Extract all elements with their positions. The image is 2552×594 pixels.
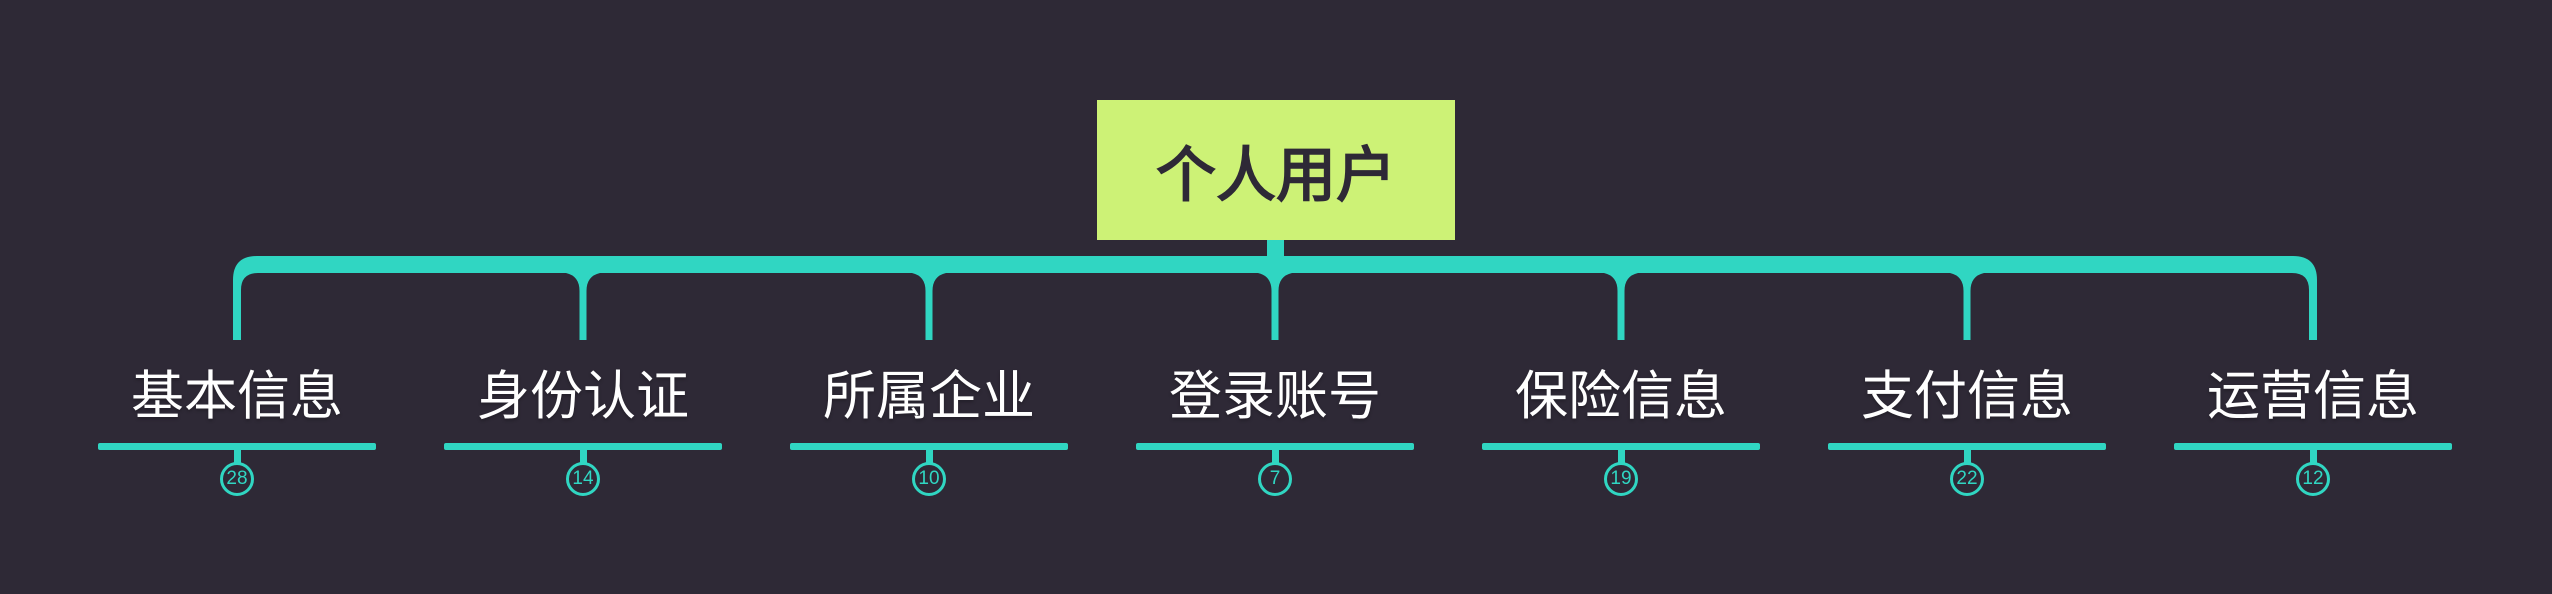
badge-stub (925, 450, 933, 463)
branch-underline (790, 443, 1068, 450)
branch-topic-enterprise: 所属企业 10 (779, 340, 1079, 510)
branch-topic-insurance-info: 保险信息 19 (1471, 340, 1771, 510)
child-count: 14 (572, 468, 594, 489)
badge-stub (1617, 450, 1625, 463)
branch-underline (444, 443, 722, 450)
root-topic-label: 个人用户 (1156, 141, 1396, 209)
branch-topic-identity-auth: 身份认证 14 (433, 340, 733, 510)
child-count-badge[interactable]: 7 (1258, 462, 1292, 496)
root-topic[interactable]: 个人用户 (1097, 100, 1455, 240)
badge-stub (233, 450, 241, 463)
branch-underline (2174, 443, 2452, 450)
badge-stub (1963, 450, 1971, 463)
trunk-connector (233, 256, 2317, 340)
drop-connector (1604, 273, 1638, 340)
child-count-badge[interactable]: 22 (1950, 462, 1984, 496)
branch-label[interactable]: 登录账号 (1169, 367, 1381, 426)
child-count: 19 (1610, 468, 1632, 489)
branch-label[interactable]: 身份认证 (477, 367, 689, 426)
child-count-badge[interactable]: 28 (220, 462, 254, 496)
child-count: 10 (918, 468, 940, 489)
branch-label[interactable]: 保险信息 (1515, 367, 1727, 426)
child-count-badge[interactable]: 10 (912, 462, 946, 496)
child-count: 22 (1956, 468, 1978, 489)
drop-connector (566, 273, 600, 340)
child-count-badge[interactable]: 19 (1604, 462, 1638, 496)
branch-label[interactable]: 支付信息 (1861, 367, 2073, 426)
child-count: 12 (2302, 468, 2324, 489)
branch-label[interactable]: 运营信息 (2207, 367, 2419, 426)
badge-stub (579, 450, 587, 463)
child-count: 28 (226, 468, 248, 489)
drop-connector (1258, 273, 1292, 340)
branch-underline (1828, 443, 2106, 450)
branch-label[interactable]: 基本信息 (131, 367, 343, 426)
child-count-badge[interactable]: 14 (566, 462, 600, 496)
child-count-badge[interactable]: 12 (2296, 462, 2330, 496)
drop-connector (912, 273, 946, 340)
branch-topic-operation-info: 运营信息 12 (2163, 340, 2463, 510)
branch-label[interactable]: 所属企业 (823, 367, 1035, 426)
child-count: 7 (1269, 468, 1281, 489)
badge-stub (2309, 450, 2317, 463)
branch-underline (1482, 443, 1760, 450)
badge-stub (1271, 450, 1279, 463)
branch-topic-basic-info: 基本信息 28 (87, 340, 387, 510)
branch-underline (1136, 443, 1414, 450)
drop-connector (1950, 273, 1984, 340)
branch-topic-payment-info: 支付信息 22 (1817, 340, 2117, 510)
branch-topic-login-account: 登录账号 7 (1125, 340, 1425, 510)
root-stub-connector (1267, 236, 1284, 258)
branch-underline (98, 443, 376, 450)
